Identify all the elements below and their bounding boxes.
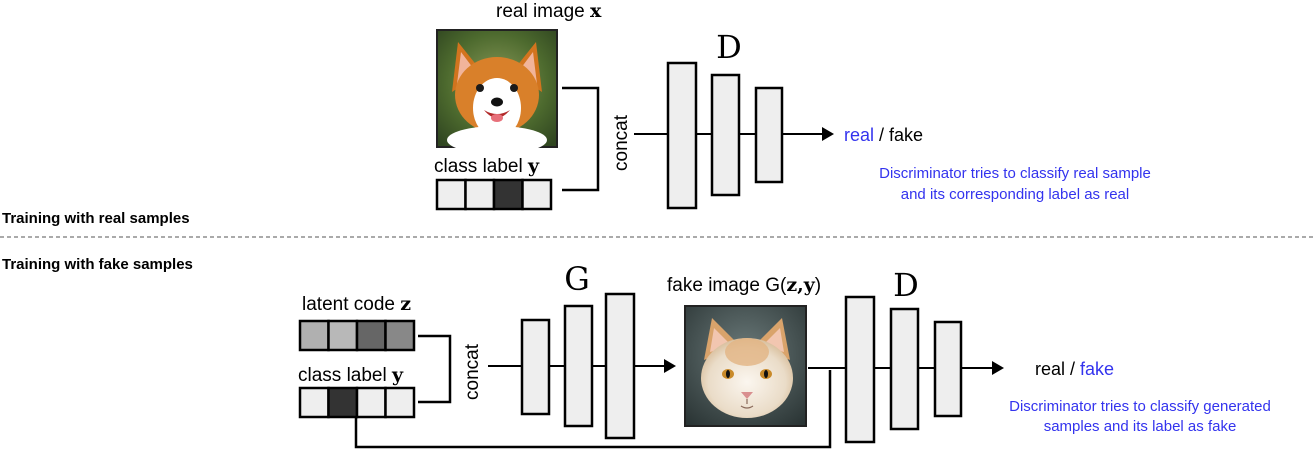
real-caption-line-2: and its corresponding label as real	[901, 186, 1129, 203]
fake-onehot-cell-3	[355, 386, 387, 419]
fake-disc-layer-1	[844, 295, 876, 444]
generator-layer-1	[520, 318, 551, 416]
latent-code-label: latent code z	[302, 293, 411, 315]
latent-code-cell-2	[327, 319, 359, 352]
real-output-label: real / fake	[844, 125, 923, 145]
real-concat-label: concat	[611, 114, 632, 171]
real-onehot-cell-2	[464, 178, 496, 211]
real-image-label: real image x	[496, 0, 602, 22]
fake-discriminator-label: D	[893, 266, 919, 304]
fake-onehot-cell-1	[298, 386, 330, 419]
generator-output-arrowhead	[664, 359, 676, 373]
generator-layer-2	[563, 304, 594, 428]
real-output-arrowhead	[822, 127, 834, 141]
real-section: real image x class label y concat	[2, 0, 1151, 227]
real-discriminator-label: D	[716, 28, 742, 66]
latent-code-cell-1	[298, 319, 330, 352]
real-onehot-cell-3	[492, 178, 524, 211]
real-disc-layer-3	[754, 86, 784, 184]
fake-caption-line-1: Discriminator tries to classify generate…	[1009, 398, 1271, 415]
generator-label: G	[564, 260, 590, 298]
real-onehot-cell-4	[521, 178, 553, 211]
real-disc-layer-1	[666, 61, 698, 210]
fake-onehot-cell-4	[384, 386, 416, 419]
fake-output-arrowhead	[992, 361, 1004, 375]
fake-section-title: Training with fake samples	[2, 256, 193, 273]
generator-layer-3	[604, 292, 636, 440]
fake-disc-layer-3	[933, 320, 963, 418]
corgi-dog-photo	[436, 29, 558, 154]
real-section-title: Training with real samples	[2, 210, 190, 227]
latent-code-cell-3	[355, 319, 387, 352]
fake-image-label: fake image G(z,y)	[667, 274, 821, 296]
fake-output-label: real / fake	[1035, 359, 1114, 379]
real-concat-bracket	[562, 86, 600, 192]
fake-caption-line-2: samples and its label as fake	[1044, 418, 1237, 435]
fake-section: Training with fake samples latent code z…	[2, 256, 1271, 449]
fake-concat-label: concat	[462, 343, 483, 400]
latent-code-vector	[298, 319, 416, 352]
fake-onehot-cell-2	[327, 386, 359, 419]
real-onehot-vector	[435, 178, 553, 211]
fake-onehot-vector	[298, 386, 416, 419]
label-skip-connection	[354, 370, 832, 449]
fake-disc-layer-2	[889, 307, 920, 431]
latent-code-cell-4	[384, 319, 416, 352]
real-onehot-cell-1	[435, 178, 467, 211]
real-class-label: class label y	[434, 155, 540, 177]
real-caption-line-1: Discriminator tries to classify real sam…	[879, 165, 1151, 182]
real-disc-layer-2	[710, 73, 741, 197]
fake-concat-bracket	[418, 334, 452, 404]
fake-class-label: class label y	[298, 364, 404, 386]
cat-photo	[684, 305, 807, 427]
